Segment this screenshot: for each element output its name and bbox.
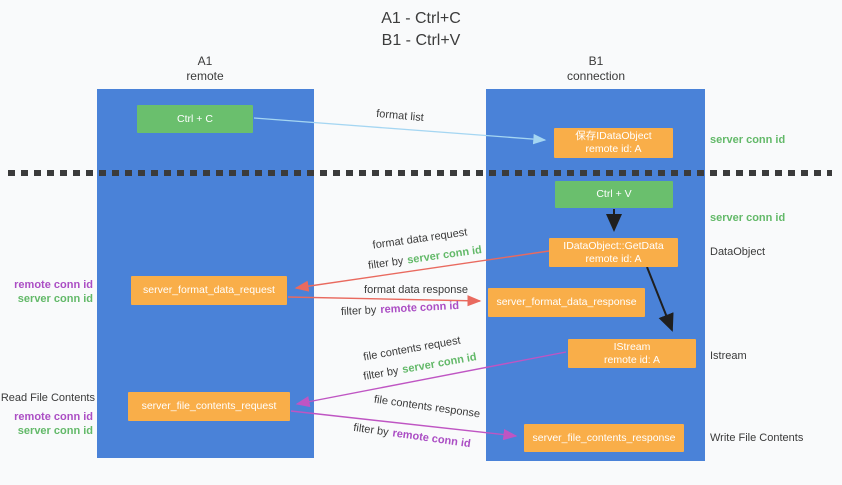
edge-label-format-list: format list	[375, 107, 425, 125]
node-server-file-contents-response: server_file_contents_response	[524, 424, 684, 452]
node-server-file-contents-request-label: server_file_contents_request	[141, 400, 277, 412]
node-idataobject-getdata: IDataObject::GetData remote id: A	[549, 238, 678, 267]
node-istream: IStream remote id: A	[568, 339, 696, 368]
node-istream-line2: remote id: A	[603, 353, 661, 366]
node-ctrl-c-label: Ctrl + C	[177, 112, 213, 125]
column-a1-id: A1	[197, 54, 213, 68]
column-header-b1: B1 connection	[536, 54, 656, 84]
node-save-idataobject: 保存IDataObject remote id: A	[554, 128, 673, 158]
title-line-1: A1 - Ctrl+C	[381, 10, 461, 27]
right-label-dataobject: DataObject	[710, 246, 766, 258]
right-label-server-conn-id-top: server conn id	[710, 134, 786, 146]
column-a1-label: remote	[186, 69, 224, 83]
node-ctrl-v-label: Ctrl + V	[596, 188, 632, 200]
node-istream-line1: IStream	[613, 340, 651, 353]
right-label-write-file-contents: Write File Contents	[710, 432, 804, 444]
node-server-format-data-request-label: server_format_data_request	[143, 284, 275, 296]
node-server-format-data-response: server_format_data_response	[488, 288, 645, 317]
right-label-istream: Istream	[710, 350, 747, 362]
node-save-idataobject-line2: remote id: A	[585, 143, 642, 155]
diagram-title: A1 - Ctrl+C B1 - Ctrl+V	[0, 8, 842, 52]
session-divider-dotted-line	[8, 170, 832, 176]
edge-label-file-contents-response: file contents response	[373, 393, 481, 421]
left-label-read-file-contents: Read File Contents	[0, 392, 95, 404]
node-ctrl-v: Ctrl + V	[555, 181, 673, 208]
left-label-remote-conn-id-top: remote conn id	[14, 279, 93, 291]
node-server-file-contents-request: server_file_contents_request	[128, 392, 290, 421]
node-ctrl-c: Ctrl + C	[137, 105, 253, 133]
column-b1-id: B1	[588, 54, 604, 68]
node-server-format-data-response-label: server_format_data_response	[496, 296, 637, 308]
right-label-server-conn-id-mid: server conn id	[710, 212, 786, 224]
title-line-2: B1 - Ctrl+V	[381, 32, 461, 49]
left-label-remote-conn-id-bottom: remote conn id	[14, 411, 93, 423]
column-header-a1: A1 remote	[145, 54, 265, 84]
node-idataobject-getdata-line2: remote id: A	[585, 252, 642, 265]
node-server-file-contents-response-label: server_file_contents_response	[532, 431, 676, 444]
column-b1-label: connection	[566, 69, 626, 83]
node-server-format-data-request: server_format_data_request	[131, 276, 287, 305]
left-label-server-conn-id-top: server conn id	[17, 293, 93, 305]
edge-label-format-data-response: format data response	[364, 284, 468, 296]
node-idataobject-getdata-line1: IDataObject::GetData	[563, 239, 664, 252]
left-label-server-conn-id-bottom: server conn id	[17, 425, 93, 437]
node-save-idataobject-line1: 保存IDataObject	[575, 130, 652, 142]
